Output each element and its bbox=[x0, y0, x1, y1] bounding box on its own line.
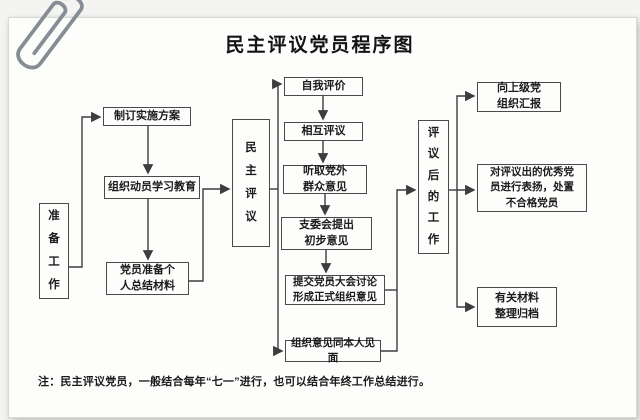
page-title: 民主评议党员程序图 bbox=[225, 35, 415, 56]
node-praise-handle: 对评议出的优秀党 员进行表扬，处置 不合格党员 bbox=[477, 164, 587, 212]
node-meet-person: 组织意见同本人见面 bbox=[285, 337, 381, 364]
node-archive: 有关材料 整理归档 bbox=[477, 287, 557, 327]
node-meeting-discussion: 提交党员大会讨论 形成正式组织意见 bbox=[285, 275, 385, 305]
node-mutual-review: 相互评议 bbox=[284, 122, 363, 141]
node-report-up: 向上级党 组织汇报 bbox=[477, 82, 561, 112]
paperclip-icon bbox=[16, 0, 84, 70]
stage-box-prepare: 准 备 工 作 bbox=[39, 203, 69, 299]
node-materials: 党员准备个 人总结材料 bbox=[106, 262, 189, 295]
stage-box-after-work: 评 议 后 的 工 作 bbox=[418, 120, 449, 254]
node-mobilize: 组织动员学习教育 bbox=[104, 176, 200, 199]
node-self-eval: 自我评价 bbox=[284, 77, 363, 96]
stage-box-review: 民 主 评 议 bbox=[232, 119, 270, 247]
node-outside-opinions: 听取党外 群众意见 bbox=[283, 165, 367, 194]
node-committee-opinion: 支委会提出 初步意见 bbox=[281, 217, 372, 250]
node-plan: 制订实施方案 bbox=[103, 107, 191, 126]
footnote: 注：民主评议党员，一般结合每年“七一”进行，也可以结合年终工作总结进行。 bbox=[38, 376, 431, 388]
